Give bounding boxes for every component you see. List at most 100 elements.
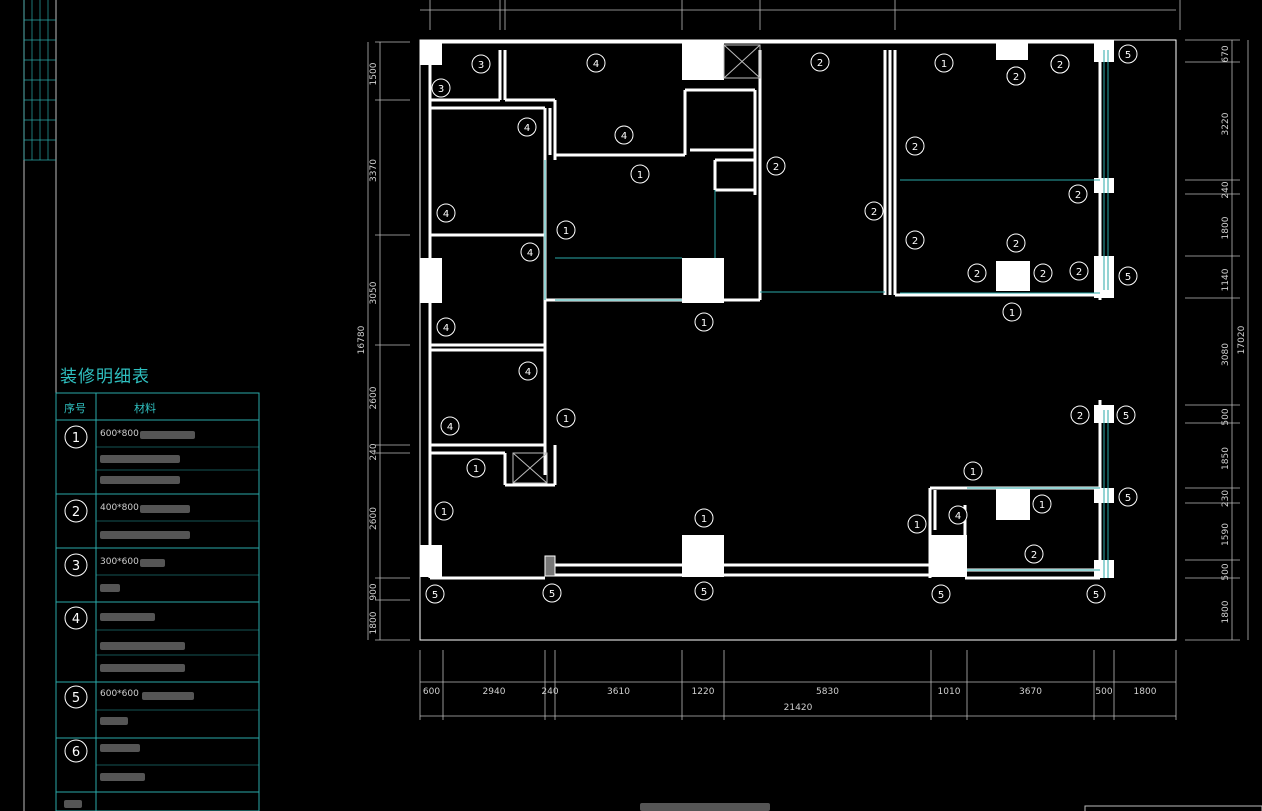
column	[682, 40, 724, 80]
zone-tag: 1	[934, 53, 954, 73]
zone-tag-circle	[630, 164, 650, 184]
zone-tag: 4	[948, 505, 968, 525]
zone-tag-circle	[963, 461, 983, 481]
zone-tag: 2	[1050, 54, 1070, 74]
zone-tag-circle	[1118, 44, 1138, 64]
legend-tag-label: 6	[72, 745, 80, 760]
zone-tag-circle	[694, 581, 714, 601]
zone-tag: 2	[1033, 263, 1053, 283]
zone-tag: 4	[436, 203, 456, 223]
zone-tag: 2	[967, 263, 987, 283]
zone-tag: 4	[586, 53, 606, 73]
zone-tag-label: 2	[912, 142, 918, 153]
zone-tag: 4	[614, 125, 634, 145]
dim-text-bottom: 1220	[692, 687, 715, 697]
zone-tag-circle	[520, 242, 540, 262]
dim-text-bottom: 1010	[938, 687, 961, 697]
column	[996, 261, 1030, 291]
zone-tag: 1	[1002, 302, 1022, 322]
illegible-text-placeholder	[100, 584, 120, 592]
floor-plan	[419, 39, 1177, 641]
zone-tag: 2	[766, 156, 786, 176]
zone-tag-label: 5	[549, 589, 555, 600]
zone-tag: 1	[630, 164, 650, 184]
dim-text-bottom: 3610	[607, 687, 630, 697]
zone-tag: 1	[466, 458, 486, 478]
dim-text-left: 1500	[369, 62, 379, 85]
dim-text-right: 240	[1221, 181, 1231, 198]
legend-spec: 300*600	[100, 557, 139, 567]
dim-text-bottom: 500	[1095, 687, 1112, 697]
zone-tag: 1	[907, 514, 927, 534]
zone-tag-label: 5	[1125, 50, 1131, 61]
zone-tag-circle	[1050, 54, 1070, 74]
dim-text-right: 230	[1221, 490, 1231, 507]
illegible-text-placeholder	[100, 455, 180, 463]
column	[420, 545, 442, 577]
legend-tag-circle	[64, 606, 88, 630]
illegible-text-placeholder	[100, 773, 145, 781]
zone-tag-label: 5	[1125, 493, 1131, 504]
zone-tag-circle	[586, 53, 606, 73]
dim-text-right: 1140	[1221, 268, 1231, 291]
zone-tag-circle	[434, 501, 454, 521]
zone-tag-label: 1	[563, 226, 569, 237]
zone-tag-label: 1	[1009, 308, 1015, 319]
zone-tag-label: 5	[1123, 411, 1129, 422]
zone-tag-circle	[1118, 487, 1138, 507]
zone-tag-label: 3	[438, 84, 444, 95]
legend-tag-label: 3	[72, 559, 80, 574]
legend-tag-label: 5	[72, 691, 80, 706]
zone-tag-label: 2	[1077, 411, 1083, 422]
zone-tag: 1	[1032, 494, 1052, 514]
zone-tag: 1	[694, 312, 714, 332]
legend-col-no: 序号	[64, 402, 86, 415]
zone-tag-label: 4	[447, 422, 453, 433]
zone-tag: 2	[1006, 233, 1026, 253]
dim-text-bottom: 3670	[1019, 687, 1042, 697]
shaft-box	[723, 44, 761, 79]
outer-boundary	[419, 39, 1177, 641]
dim-text-left: 1800	[369, 611, 379, 634]
dim-text-left-total: 16780	[357, 325, 367, 354]
zone-tag-circle	[905, 136, 925, 156]
zone-tag-circle	[542, 583, 562, 603]
zone-tag-label: 1	[970, 467, 976, 478]
zone-tag: 2	[1068, 184, 1088, 204]
zone-tag-circle	[1070, 405, 1090, 425]
zone-tag-circle	[931, 584, 951, 604]
zone-tag-label: 4	[443, 323, 449, 334]
zone-tag: 2	[1024, 544, 1044, 564]
zone-tag-label: 2	[1075, 190, 1081, 201]
dim-text-bottom-total: 21420	[784, 703, 813, 713]
zone-tag: 1	[963, 461, 983, 481]
zone-tag-label: 2	[1013, 72, 1019, 83]
zone-tag-circle	[436, 203, 456, 223]
legend-col-material: 材料	[134, 402, 156, 415]
zone-tag-label: 1	[637, 170, 643, 181]
zone-tag-circle	[1002, 302, 1022, 322]
zone-tag-label: 5	[1093, 590, 1099, 601]
illegible-text-placeholder	[100, 717, 128, 725]
dim-text-right: 500	[1221, 563, 1231, 580]
zone-tag-circle	[694, 508, 714, 528]
illegible-text-placeholder	[140, 431, 195, 439]
illegible-text-placeholder	[140, 559, 165, 567]
legend-tag-circle	[64, 425, 88, 449]
legend-spec: 400*800	[100, 503, 139, 513]
zone-tag: 1	[556, 220, 576, 240]
zone-tag-label: 2	[974, 269, 980, 280]
legend-tag-circle	[64, 685, 88, 709]
zone-tag-label: 2	[1057, 60, 1063, 71]
zone-tag-label: 2	[817, 58, 823, 69]
zone-tag: 2	[905, 230, 925, 250]
legend-tag-circle	[64, 499, 88, 523]
zone-tag-label: 1	[941, 59, 947, 70]
zone-tag: 4	[517, 117, 537, 137]
column	[996, 488, 1030, 520]
dim-text-right: 500	[1221, 408, 1231, 425]
zone-tag: 2	[864, 201, 884, 221]
zone-tag: 1	[434, 501, 454, 521]
zone-tag-label: 2	[1013, 239, 1019, 250]
